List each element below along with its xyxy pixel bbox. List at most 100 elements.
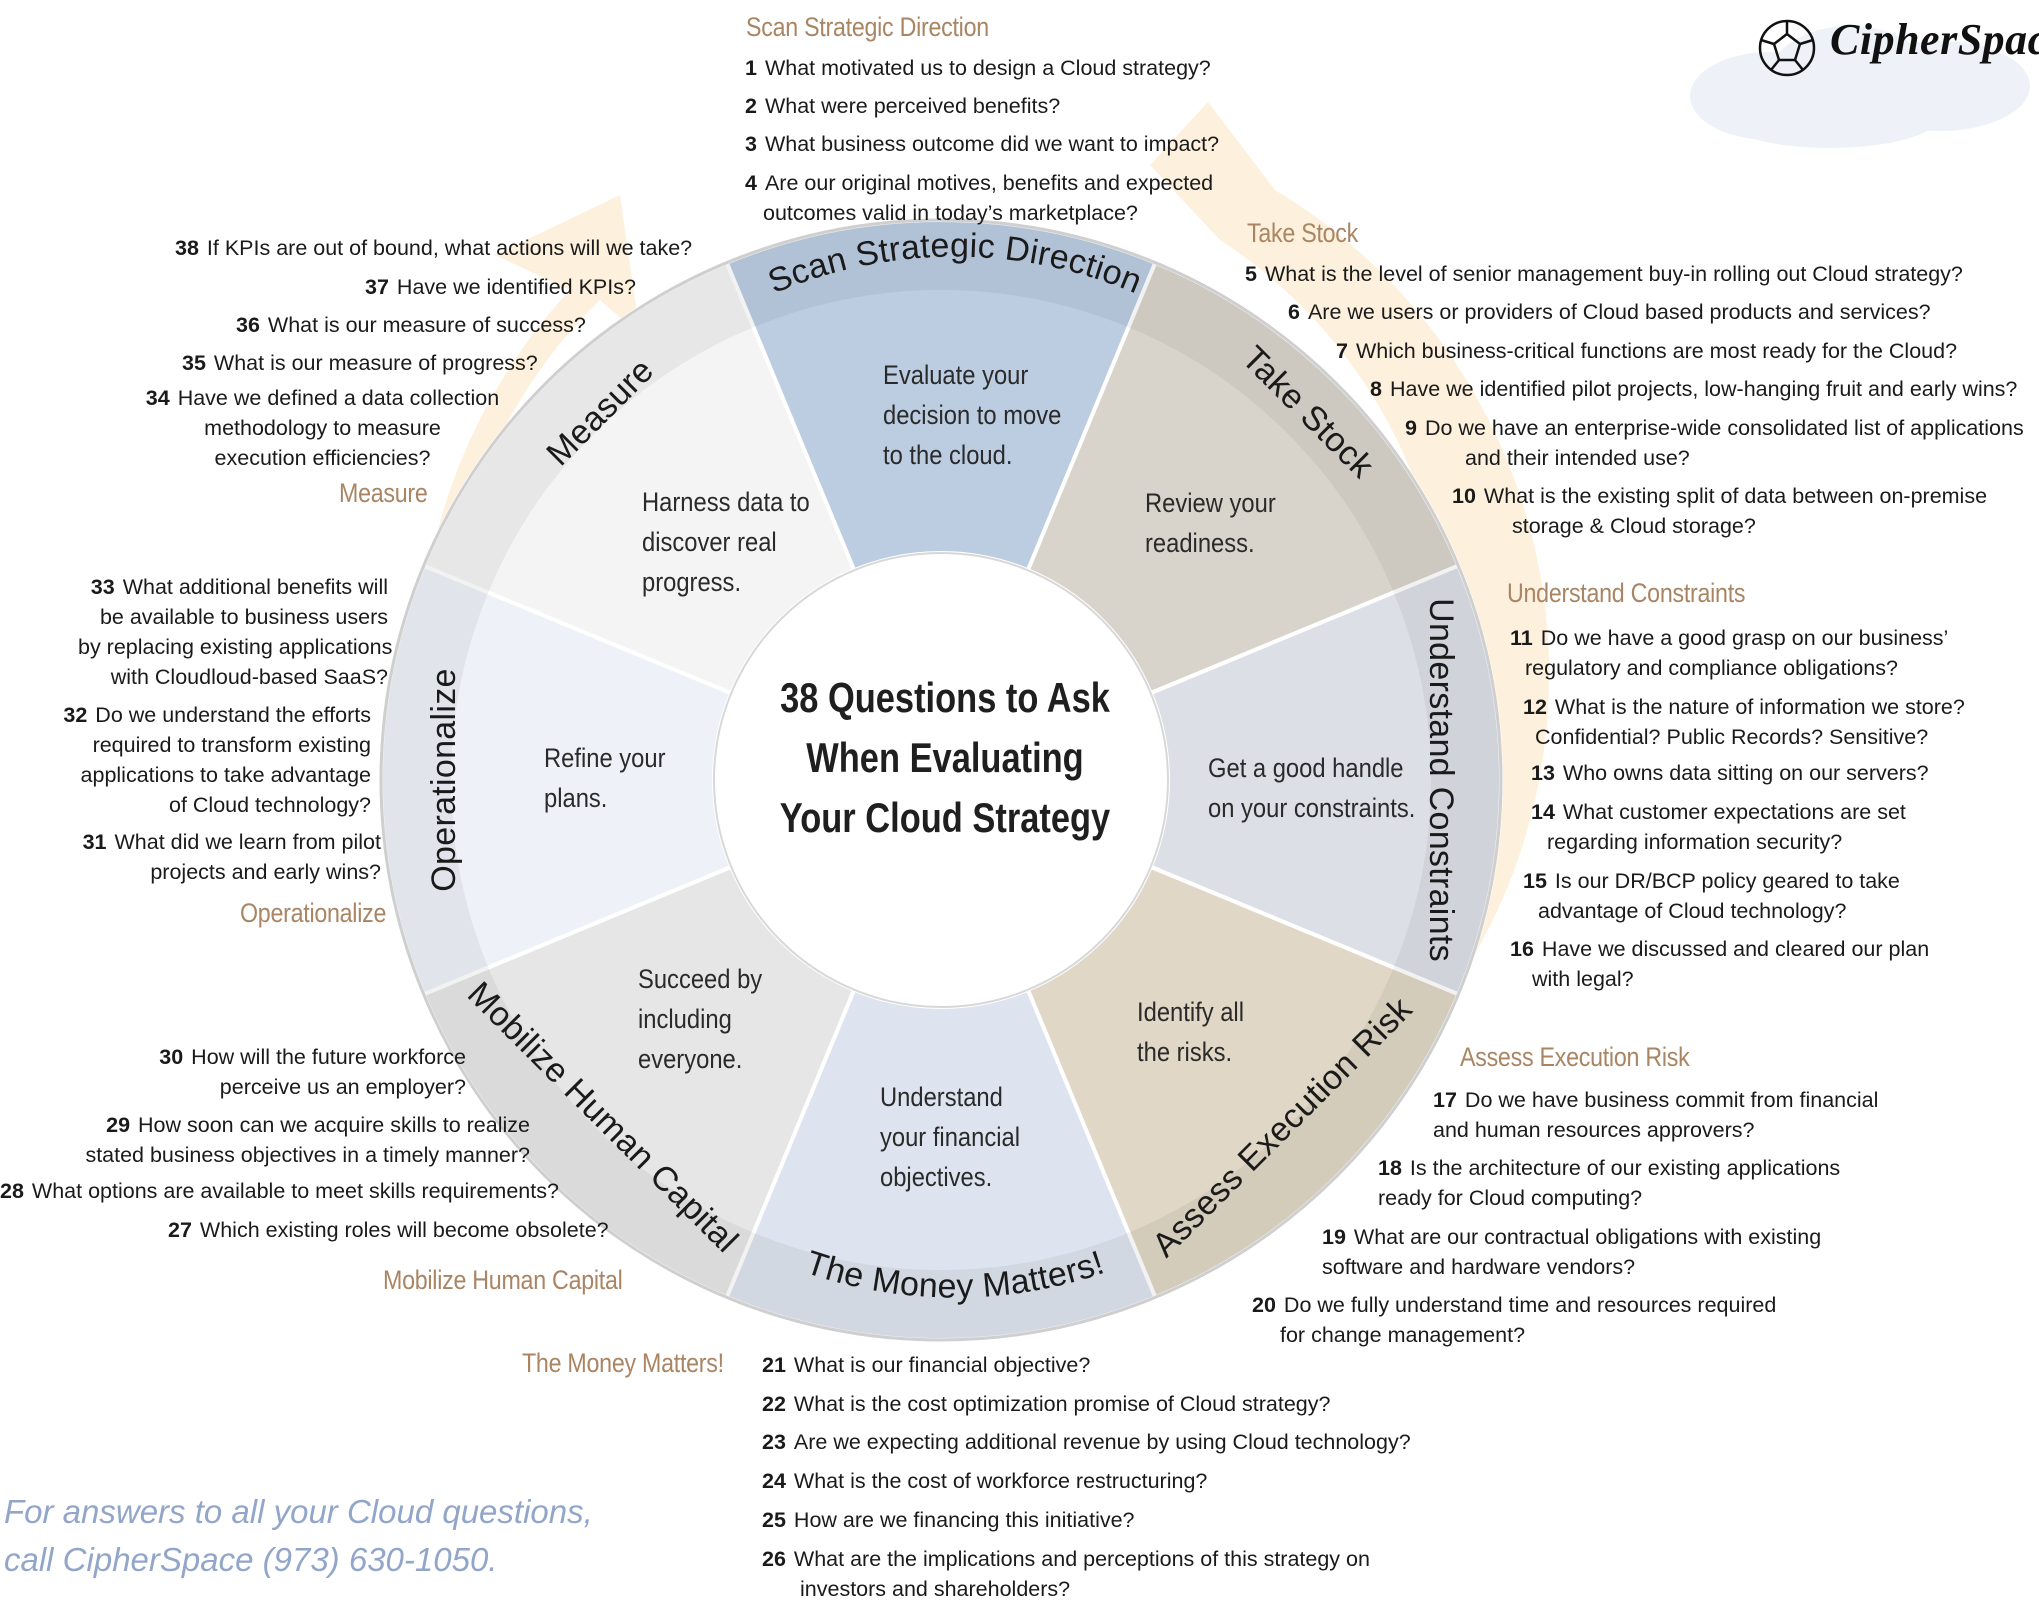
- question-text: What is our financial objective?: [793, 1353, 1091, 1377]
- question-number: 10: [1452, 484, 1476, 508]
- segment-text-line: Harness data to: [642, 487, 810, 517]
- contact-footer: For answers to all your Cloud questions,…: [4, 1488, 593, 1584]
- question-text: If KPIs are out of bound, what actions w…: [206, 236, 693, 260]
- question-text-continuation: required to transform existing: [92, 733, 371, 757]
- question-text-continuation: applications to take advantage: [80, 763, 371, 787]
- question-number: 11: [1510, 626, 1533, 650]
- question-text-continuation: projects and early wins?: [150, 860, 381, 884]
- question-text-continuation: investors and shareholders?: [800, 1577, 1071, 1601]
- question-number: 17: [1433, 1088, 1457, 1112]
- question-text-continuation: stated business objectives in a timely m…: [85, 1143, 530, 1167]
- question-number: 23: [762, 1430, 786, 1454]
- question-17: 17 Do we have business commit from financ…: [1433, 1085, 1878, 1145]
- question-text: What are the implications and perception…: [793, 1547, 1370, 1571]
- center-title-line: 38 Questions to Ask: [780, 674, 1110, 721]
- question-text: Have we defined a data collection: [177, 386, 500, 410]
- question-text-continuation: of Cloud technology?: [168, 793, 371, 817]
- question-text: What customer expectations are set: [1562, 800, 1906, 824]
- question-2: 2 What were perceived benefits?: [745, 91, 1060, 121]
- question-number: 21: [762, 1353, 786, 1377]
- question-text-continuation: software and hardware vendors?: [1322, 1255, 1636, 1279]
- question-text-continuation: and human resources approvers?: [1433, 1118, 1755, 1142]
- section-heading-money: The Money Matters!: [522, 1348, 724, 1378]
- segment-text-line: everyone.: [638, 1044, 743, 1074]
- segment-text-line: Evaluate your: [883, 360, 1029, 390]
- cipherspace-logo: [1690, 19, 2030, 148]
- question-number: 2: [745, 94, 757, 118]
- question-text: Do we have business commit from financia…: [1464, 1088, 1879, 1112]
- question-text-continuation: ready for Cloud computing?: [1378, 1186, 1643, 1210]
- segment-text-line: the risks.: [1137, 1037, 1233, 1067]
- question-number: 36: [236, 313, 260, 337]
- question-number: 18: [1378, 1156, 1402, 1180]
- question-number: 29: [106, 1113, 131, 1137]
- segment-text-line: Understand: [880, 1082, 1003, 1112]
- section-heading-human: Mobilize Human Capital: [383, 1265, 623, 1295]
- question-text: What is the cost optimization promise of…: [793, 1392, 1331, 1416]
- question-number: 19: [1322, 1225, 1346, 1249]
- section-heading-constraints: Understand Constraints: [1507, 578, 1746, 608]
- segment-text-line: Review your: [1145, 488, 1276, 518]
- question-number: 33: [90, 575, 115, 599]
- question-18: 18 Is the architecture of our existing ap…: [1378, 1153, 1840, 1213]
- segment-text-human: Succeed by including everyone.: [638, 959, 762, 1079]
- question-text-continuation: be available to business users: [99, 605, 388, 629]
- brand-name: CipherSpace: [1830, 15, 2039, 64]
- segment-text-line: including: [638, 1004, 732, 1034]
- question-number: 5: [1245, 262, 1257, 286]
- question-number: 9: [1405, 416, 1417, 440]
- question-text: What were perceived benefits?: [764, 94, 1061, 118]
- question-text: What options are available to meet skill…: [31, 1179, 559, 1203]
- question-number: 26: [762, 1547, 786, 1571]
- question-text: What motivated us to design a Cloud stra…: [764, 56, 1211, 80]
- section-heading-measure: Measure: [339, 478, 428, 508]
- question-38: 38 If KPIs are out of bound, what actions…: [175, 233, 692, 263]
- question-9: 9 Do we have an enterprise-wide consolida…: [1405, 413, 2024, 473]
- question-21: 21 What is our financial objective?: [762, 1350, 1090, 1380]
- section-heading-scan: Scan Strategic Direction: [746, 12, 989, 42]
- segment-text-line: readiness.: [1145, 528, 1255, 558]
- question-number: 8: [1370, 377, 1382, 401]
- question-number: 32: [63, 703, 88, 727]
- center-title-line: Your Cloud Strategy: [779, 794, 1111, 841]
- question-text-continuation: and their intended use?: [1465, 446, 1690, 470]
- question-text-continuation: with Cloudloud-based SaaS?: [110, 665, 388, 689]
- question-36: 36 What is our measure of success?: [236, 310, 586, 340]
- segment-text-line: to the cloud.: [883, 440, 1013, 470]
- question-text: What is our measure of success?: [267, 313, 586, 337]
- dodecahedron-icon: [1758, 19, 1816, 77]
- question-text: Which business-critical functions are mo…: [1355, 339, 1958, 363]
- question-text-continuation: for change management?: [1280, 1323, 1526, 1347]
- question-text: What did we learn from pilot: [114, 830, 381, 854]
- question-text-continuation: storage & Cloud storage?: [1512, 514, 1756, 538]
- segment-label-constraints: Understand Constraints: [1422, 598, 1460, 962]
- logo-cloud-shape: [1690, 26, 2030, 148]
- question-text: Do we have an enterprise-wide consolidat…: [1424, 416, 2024, 440]
- question-number: 38: [175, 236, 199, 260]
- question-text: Is the architecture of our existing appl…: [1409, 1156, 1841, 1180]
- question-text: Do we understand the efforts: [95, 703, 371, 727]
- segment-text-line: Succeed by: [638, 964, 763, 994]
- question-text-continuation: outcomes valid in today’s marketplace?: [763, 201, 1138, 225]
- segment-label-operationalize: Operationalize: [425, 668, 463, 891]
- question-text-continuation: regulatory and compliance obligations?: [1525, 656, 1898, 680]
